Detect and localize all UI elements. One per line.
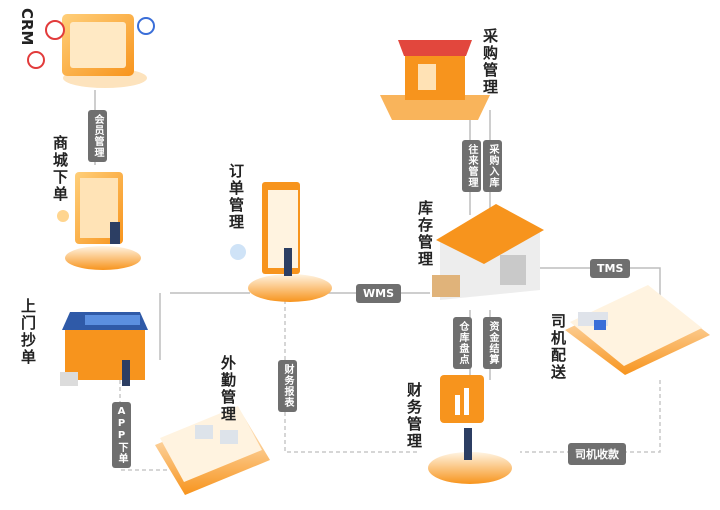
purchase-mgmt-label: 采购管理 — [481, 28, 499, 96]
order-mgmt-illustration — [230, 182, 332, 302]
driver-illustration — [565, 285, 710, 375]
app-order-tag: APP下单 — [112, 402, 131, 468]
field-mgmt-illustration — [155, 406, 270, 495]
mall-order-label: 商城下单 — [51, 135, 69, 203]
purchase-illustration — [380, 40, 490, 120]
mall-order-illustration — [57, 172, 141, 270]
member-mgmt-tag: 会员管理 — [88, 110, 107, 162]
finance-illustration — [428, 375, 512, 484]
door-order-illustration — [60, 312, 148, 386]
finance-report-tag: 财务报表 — [278, 360, 297, 412]
order-mgmt-label: 订单管理 — [227, 163, 245, 231]
driver-delivery-label: 司机配送 — [549, 313, 567, 381]
stock-count-tag: 仓库盘点 — [453, 317, 472, 369]
wms-tag: WMS — [356, 284, 402, 303]
tms-tag: TMS — [590, 259, 631, 278]
door-order-label: 上门抄单 — [19, 298, 37, 366]
fund-settle-tag: 资金结算 — [483, 317, 502, 369]
driver-collect-tag: 司机收款 — [568, 443, 626, 465]
field-mgmt-label: 外勤管理 — [219, 355, 237, 423]
inventory-mgmt-label: 库存管理 — [416, 200, 434, 268]
warehouse-illustration — [432, 204, 544, 300]
transactions-tag: 往来管理 — [462, 140, 481, 192]
crm-illustration — [27, 14, 155, 88]
crm-label: CRM — [18, 8, 36, 46]
finance-mgmt-label: 财务管理 — [405, 382, 423, 450]
purchase-in-tag: 采购入库 — [483, 140, 502, 192]
